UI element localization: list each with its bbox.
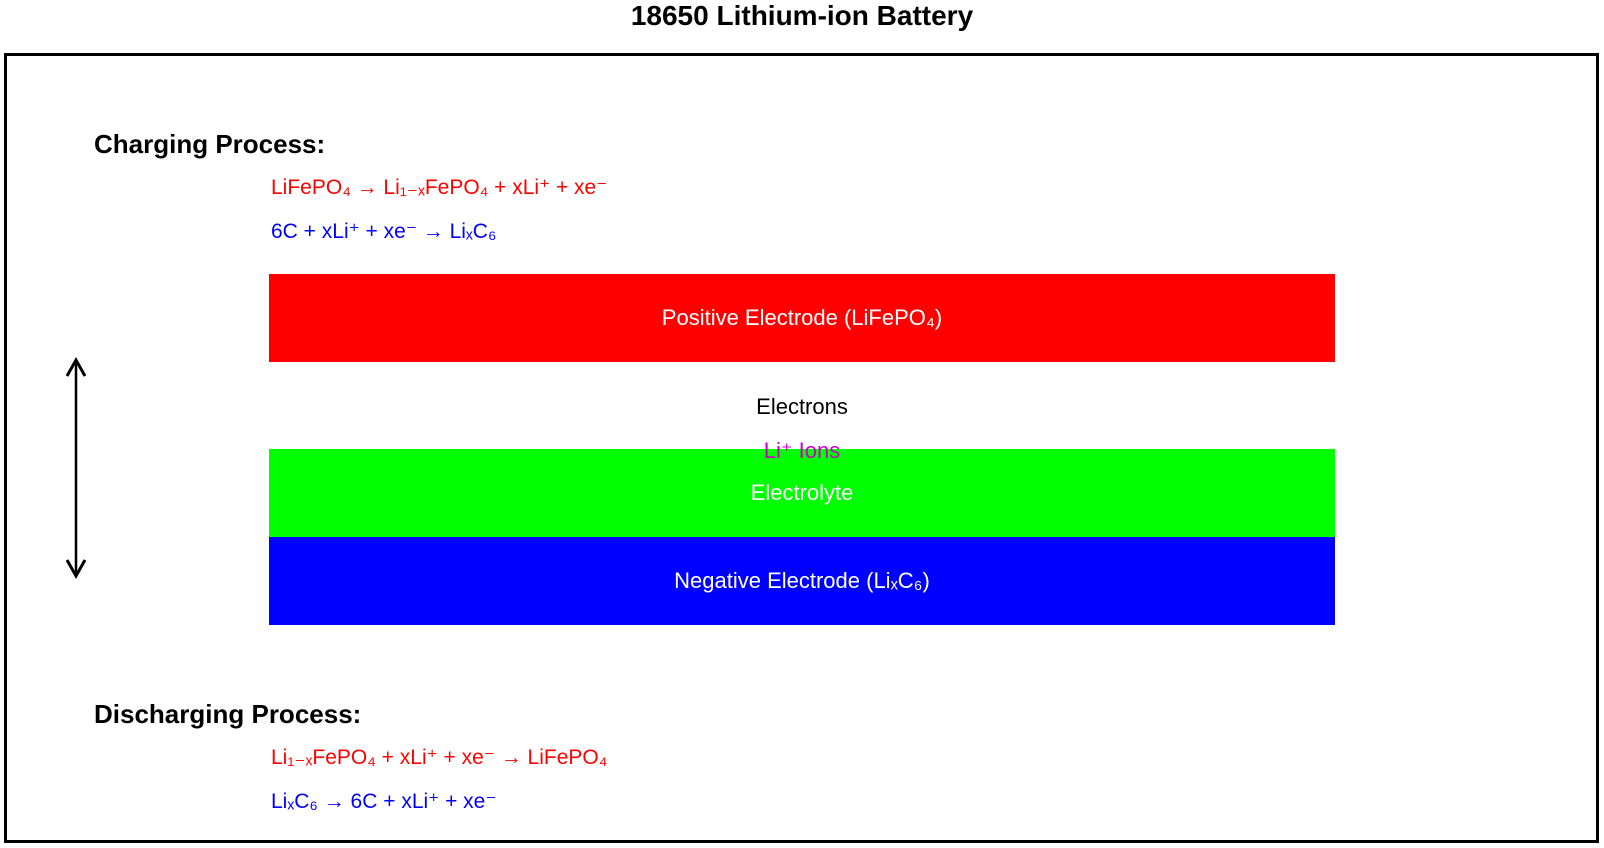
discharging-heading: Discharging Process: bbox=[94, 699, 362, 729]
diagram-title: 18650 Lithium-ion Battery bbox=[630, 0, 974, 31]
electrons-label: Electrons bbox=[756, 394, 848, 419]
discharging-equation-negative: LiₓC₆ → 6C + xLi⁺ + xe⁻ bbox=[271, 790, 497, 813]
double-headed-arrow-icon bbox=[65, 356, 87, 580]
diagram-frame bbox=[4, 53, 1599, 843]
charging-equation-negative: 6C + xLi⁺ + xe⁻ → LiₓC₆ bbox=[271, 220, 497, 243]
charging-heading: Charging Process: bbox=[94, 129, 326, 159]
discharging-equation-positive: Li₁₋ₓFePO₄ + xLi⁺ + xe⁻ → LiFePO₄ bbox=[271, 746, 608, 769]
negative-electrode-label: Negative Electrode (LiₓC₆) bbox=[674, 568, 930, 593]
li-ions-label: Li⁺ Ions bbox=[763, 438, 841, 463]
negative-electrode-layer: Negative Electrode (LiₓC₆) bbox=[269, 537, 1335, 625]
positive-electrode-label: Positive Electrode (LiFePO₄) bbox=[661, 305, 943, 330]
positive-electrode-layer: Positive Electrode (LiFePO₄) bbox=[269, 274, 1335, 362]
electrolyte-layer: Electrolyte bbox=[269, 449, 1335, 537]
electrolyte-label: Electrolyte bbox=[750, 480, 854, 505]
charging-equation-positive: LiFePO₄ → Li₁₋ₓFePO₄ + xLi⁺ + xe⁻ bbox=[271, 176, 608, 199]
